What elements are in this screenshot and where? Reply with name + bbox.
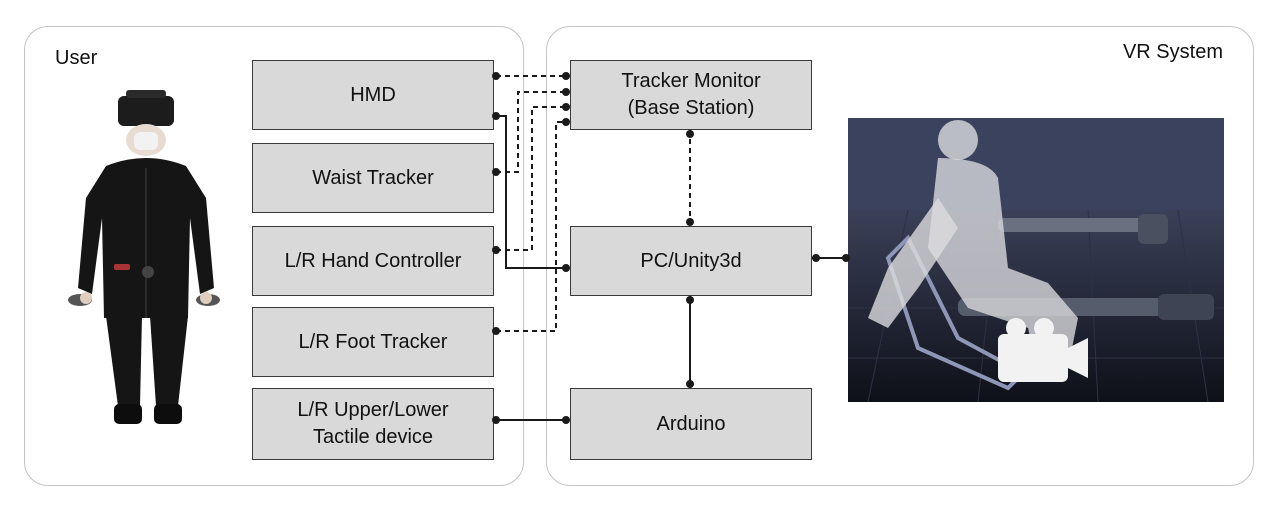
tactile-device-box: L/R Upper/Lower Tactile device bbox=[252, 388, 494, 460]
user-panel-title: User bbox=[55, 47, 98, 69]
vr-system-panel-title: VR System bbox=[1122, 41, 1223, 63]
hand-controller-box: L/R Hand Controller bbox=[252, 226, 494, 296]
wired-links bbox=[496, 115, 846, 421]
pc-unity-box: PC/Unity3d bbox=[570, 226, 812, 296]
arduino-box: Arduino bbox=[570, 388, 812, 460]
hmd-box: HMD bbox=[252, 60, 494, 130]
waist-tracker-box: Waist Tracker bbox=[252, 143, 494, 213]
connector-dots bbox=[492, 72, 850, 424]
tracker-monitor-box: Tracker Monitor (Base Station) bbox=[570, 60, 812, 130]
foot-tracker-box: L/R Foot Tracker bbox=[252, 307, 494, 377]
user-figure-illustration bbox=[68, 90, 220, 424]
wireless-links bbox=[496, 75, 691, 332]
vr-avatar-render bbox=[848, 118, 1224, 402]
